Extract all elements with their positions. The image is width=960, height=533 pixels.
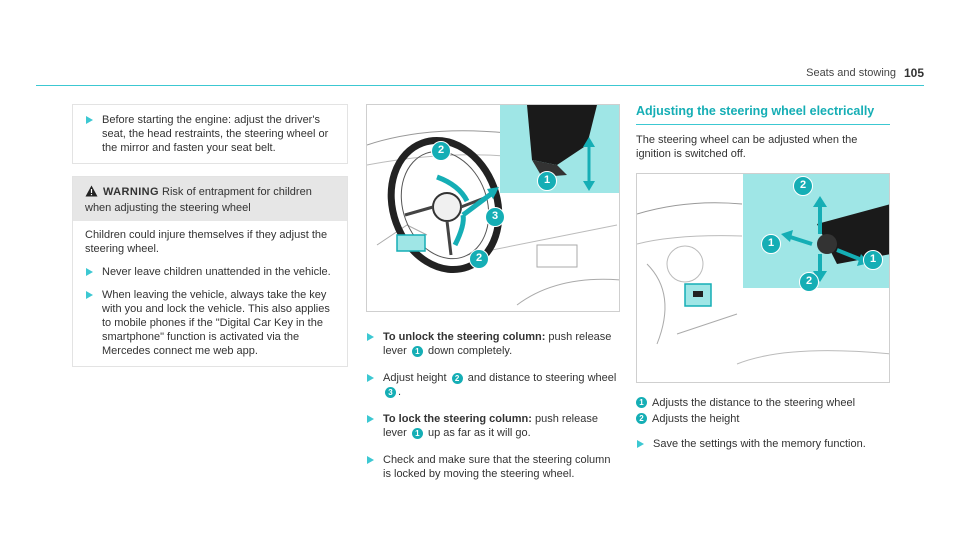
step-item: To lock the steering column: push releas… — [366, 412, 620, 440]
legend-item: 2 Adjusts the height — [636, 411, 890, 427]
warning-triangle-icon — [85, 185, 99, 201]
left-column: Before starting the engine: adjust the d… — [72, 104, 348, 367]
section-heading: Adjusting the steering wheel electricall… — [636, 104, 890, 125]
figure-legend: 1 Adjusts the distance to the steering w… — [636, 395, 890, 427]
warning-box: WARNING Risk of entrapment for children … — [72, 176, 348, 367]
warning-bullet: When leaving the vehicle, always take th… — [85, 288, 337, 358]
warning-bullet: Never leave children unattended in the v… — [85, 265, 337, 279]
ref-label: 2 — [451, 373, 463, 384]
bullet-arrow-icon — [367, 415, 374, 423]
bullet-arrow-icon — [367, 374, 374, 382]
dashboard-sketch-icon — [637, 174, 889, 365]
bullet-arrow-icon — [367, 456, 374, 464]
middle-column: 2 1 3 2 To unlock the steering column: p… — [366, 104, 620, 494]
bullet-arrow-icon — [86, 291, 93, 299]
callout-1: 1 — [537, 171, 557, 191]
warning-header: WARNING Risk of entrapment for children … — [73, 177, 347, 221]
bullet-arrow-icon — [86, 116, 93, 124]
ref-label: 1 — [411, 428, 423, 439]
warning-heading: Risk of entrapment for children when adj… — [85, 186, 312, 214]
page-header: Seats and stowing 105 — [36, 58, 924, 86]
section-title: Seats and stowing — [806, 67, 896, 79]
legend-item: 1 Adjusts the distance to the steering w… — [636, 395, 890, 411]
step-item: Adjust height 2 and distance to steering… — [366, 371, 620, 399]
step-item: To unlock the steering column: push rele… — [366, 330, 620, 358]
note-box: Before starting the engine: adjust the d… — [72, 104, 348, 164]
warning-label: WARNING — [103, 186, 159, 198]
page-number: 105 — [903, 66, 924, 80]
warning-body: Children could injure themselves if they… — [73, 221, 347, 366]
callout-2-top: 2 — [793, 176, 813, 196]
callout-2-top: 2 — [431, 141, 451, 161]
callout-2-bottom: 2 — [799, 272, 819, 292]
ref-label: 3 — [385, 387, 396, 398]
steps-list: To unlock the steering column: push rele… — [366, 330, 620, 481]
callout-2-bottom: 2 — [469, 249, 489, 269]
callout-1-right: 1 — [863, 250, 883, 270]
bullet-arrow-icon — [637, 440, 644, 448]
steering-wheel-sketch-icon — [367, 105, 619, 306]
warning-text: Children could injure themselves if they… — [85, 229, 328, 255]
note-bullet: Before starting the engine: adjust the d… — [85, 113, 337, 155]
save-bullet: Save the settings with the memory functi… — [636, 437, 890, 451]
callout-3: 3 — [485, 207, 505, 227]
ref-label: 1 — [636, 397, 647, 408]
steering-column-illustration: 2 1 3 2 — [366, 104, 620, 312]
right-column: Adjusting the steering wheel electricall… — [636, 104, 890, 451]
bullet-arrow-icon — [367, 333, 374, 341]
ref-label: 2 — [636, 413, 647, 424]
bullet-arrow-icon — [86, 268, 93, 276]
callout-1-left: 1 — [761, 234, 781, 254]
step-item: Check and make sure that the steering co… — [366, 453, 620, 481]
intro-text: The steering wheel can be adjusted when … — [636, 134, 858, 160]
electric-steering-illustration: 2 1 1 2 — [636, 173, 890, 383]
ref-label: 1 — [411, 346, 423, 357]
